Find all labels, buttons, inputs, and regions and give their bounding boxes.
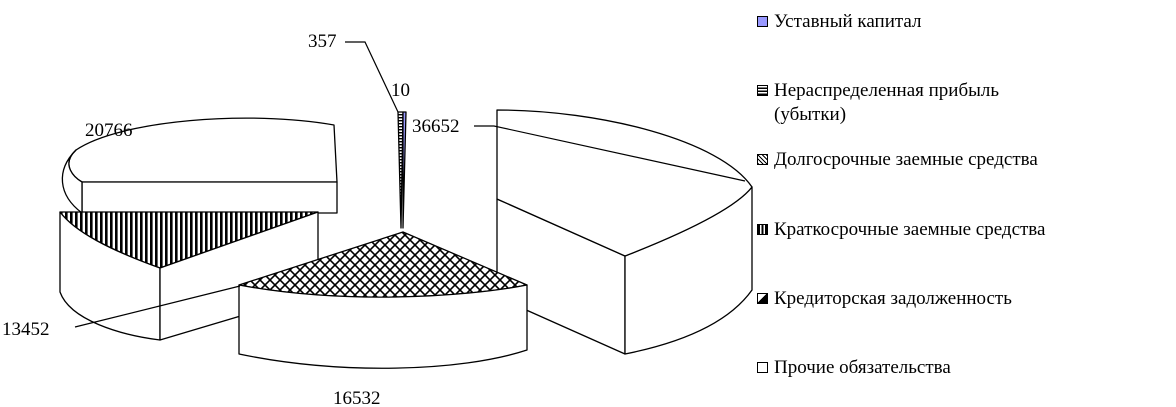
legend-label: Краткосрочные заемные средства <box>774 219 1046 240</box>
slice-other-top <box>496 109 753 257</box>
legend-item-other: Прочие обязательства <box>757 356 951 380</box>
legend-label: Долгосрочные заемные средства <box>774 149 1038 170</box>
label-13452: 13452 <box>2 319 50 340</box>
slice-retained-earnings <box>397 111 404 229</box>
label-20766: 20766 <box>85 120 133 141</box>
legend-item-shortterm: Краткосрочные заемные средства <box>757 218 1045 242</box>
legend-label: (убытки) <box>774 104 847 125</box>
label-16532: 16532 <box>333 388 381 407</box>
vertical-lines-icon <box>757 224 768 235</box>
empty-square-icon <box>757 362 768 373</box>
legend-item-payables: Кредиторская задолженность <box>757 287 1012 311</box>
diagonal-icon <box>757 293 768 304</box>
label-36652: 36652 <box>412 116 460 137</box>
leader-13452 <box>74 285 241 328</box>
legend-label: Уставный капитал <box>774 11 922 32</box>
legend-item-retained-earnings: Нераспределенная прибыль <box>757 79 999 103</box>
legend-item-charter-capital: Уставный капитал <box>757 10 921 34</box>
legend-label: Нераспределенная прибыль <box>774 80 1000 101</box>
square-icon <box>757 16 768 27</box>
leader-36652 <box>474 125 746 182</box>
pie-chart: 357 10 36652 20766 13452 16532 <box>2 31 753 407</box>
leader-357 <box>345 41 399 113</box>
label-10: 10 <box>391 80 410 101</box>
slice-longterm-side <box>238 284 528 369</box>
crosshatch-icon <box>757 154 768 165</box>
label-357: 357 <box>308 31 337 52</box>
slice-charter-capital <box>402 111 407 229</box>
legend-item-retained-earnings-cont: (убытки) <box>774 103 846 127</box>
slice-payables-side <box>81 181 338 214</box>
legend-item-longterm: Долгосрочные заемные средства <box>757 148 1038 172</box>
legend-label: Прочие обязательства <box>774 357 951 378</box>
legend-label: Кредиторская задолженность <box>774 288 1012 309</box>
horizontal-lines-icon <box>757 85 768 96</box>
legend: Уставный капитал Нераспределенная прибыл… <box>757 0 1176 407</box>
